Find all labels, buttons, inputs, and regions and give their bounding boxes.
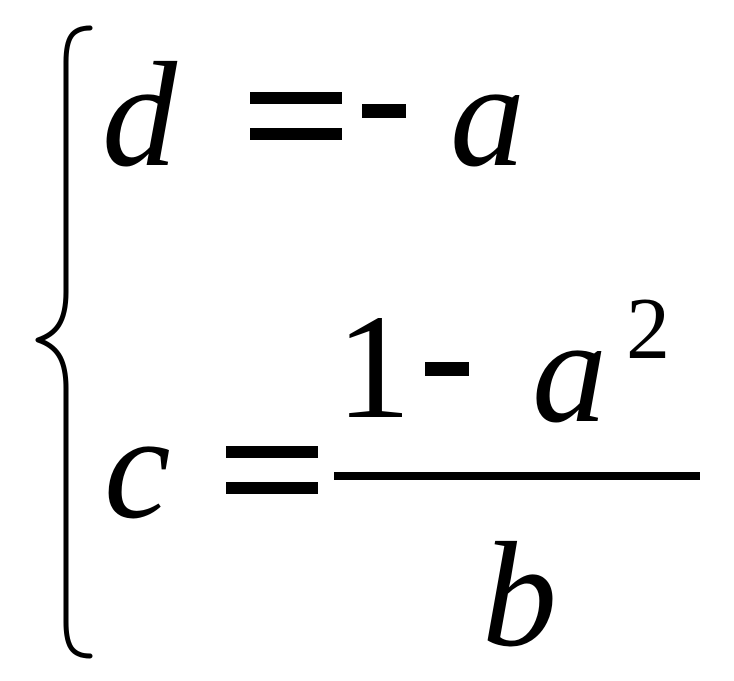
numerator-exponent: 2	[626, 281, 670, 378]
row1-equals-top-bar	[250, 92, 342, 104]
left-brace-icon	[35, 25, 93, 659]
numerator-one: 1	[336, 284, 411, 450]
row2-lhs-variable: c	[104, 384, 171, 550]
row2-equals-bottom-bar	[226, 482, 318, 494]
fraction-bar	[334, 472, 700, 480]
numerator-variable: a	[532, 288, 607, 454]
row1-lhs-variable: d	[102, 32, 177, 198]
row2-equals-top-bar	[226, 446, 318, 458]
row1-minus-sign	[362, 104, 406, 118]
numerator-minus-sign	[425, 362, 469, 376]
denominator-variable: b	[482, 512, 557, 678]
row1-equals-bottom-bar	[250, 128, 342, 140]
row1-rhs-variable: a	[450, 32, 525, 198]
